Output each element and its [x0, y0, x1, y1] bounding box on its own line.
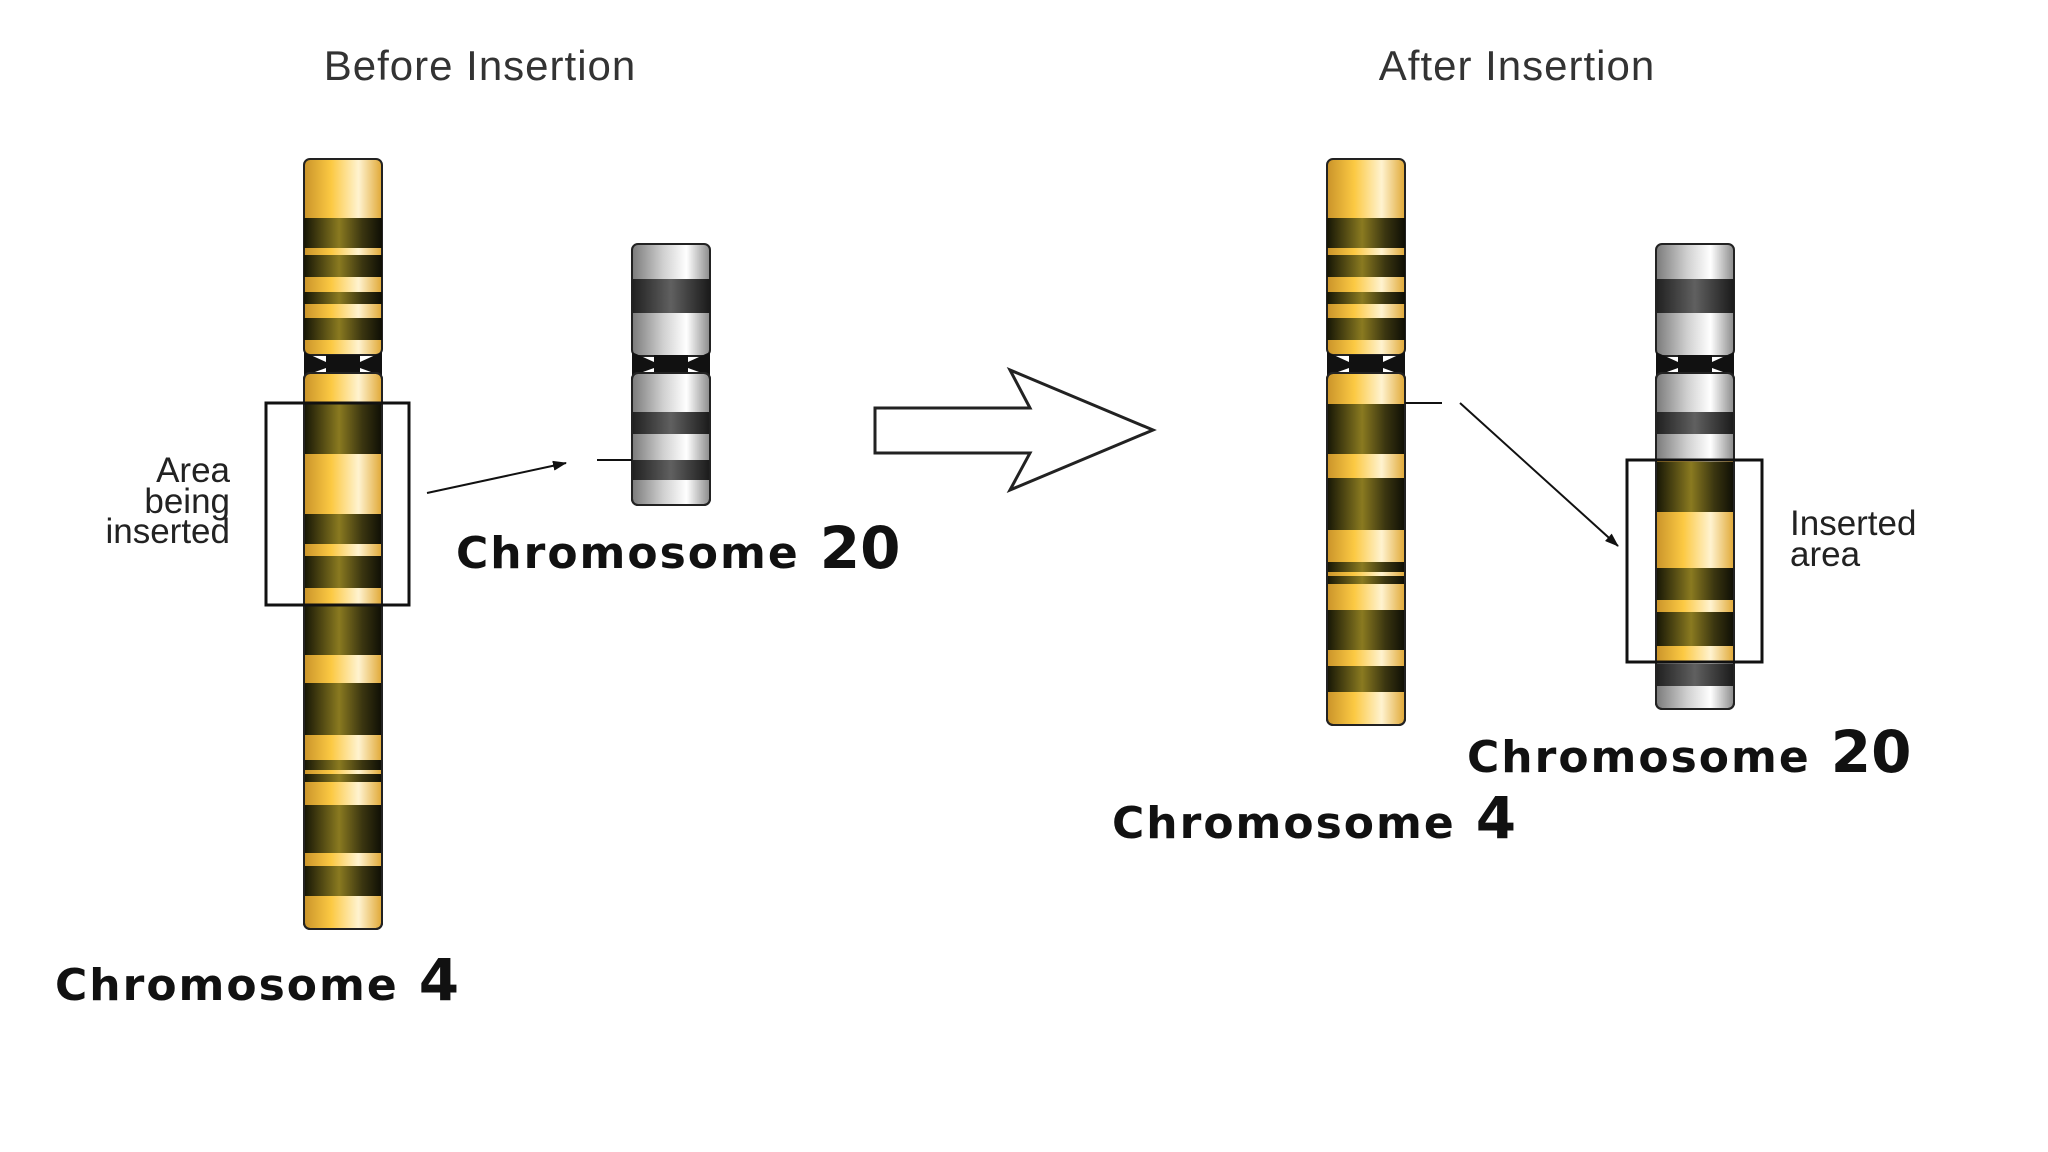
inserted-area-box	[1625, 458, 1764, 664]
area-being-inserted-note: Area being inserted	[105, 451, 230, 551]
svg-text:Inserted: Inserted	[1790, 504, 1916, 543]
before-insertion-arrow	[426, 460, 567, 494]
before-chromosome-20	[631, 243, 711, 506]
after-chromosome-20	[1655, 243, 1735, 710]
svg-text:Area: Area	[156, 451, 230, 490]
svg-text:inserted: inserted	[105, 512, 230, 551]
inserted-area-note: Inserted area	[1790, 504, 1916, 574]
svg-text:area: area	[1790, 535, 1861, 574]
area-being-inserted-box	[264, 401, 411, 607]
before-chromosome-4	[303, 158, 383, 930]
after-chromosome-4	[1326, 158, 1406, 726]
heading-before: Before Insertion	[324, 42, 637, 89]
after-insertion-arrow	[1459, 402, 1619, 547]
heading-after: After Insertion	[1379, 42, 1655, 89]
transition-arrow	[873, 366, 1157, 494]
svg-text:being: being	[144, 482, 230, 521]
